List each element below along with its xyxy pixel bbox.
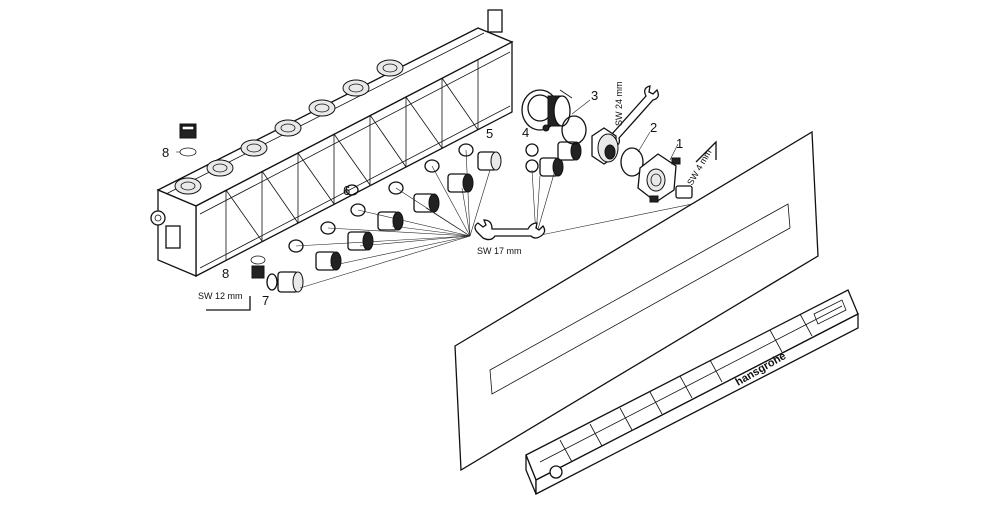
part-5-fitting <box>458 143 502 171</box>
callout-7: 7 <box>262 293 269 308</box>
trim-buttons <box>559 313 813 463</box>
callout-1: 1 <box>676 136 683 151</box>
callout-5: 5 <box>486 126 493 141</box>
callout-8-upper: 8 <box>162 145 169 160</box>
callout-4: 4 <box>522 125 529 140</box>
body-ports <box>174 59 404 195</box>
label-sw-24: SW 24 mm <box>614 81 624 126</box>
hex-nut <box>591 127 619 165</box>
part-7-fitting <box>266 271 304 293</box>
label-sw-4: SW 4 mm <box>685 148 713 187</box>
trim-indicator-circle <box>549 465 563 479</box>
part-4-fittings <box>525 141 582 177</box>
top-bracket <box>487 9 503 33</box>
part-3-cartridge <box>521 89 587 145</box>
wall-plate <box>454 130 819 472</box>
installation-body <box>150 9 514 278</box>
sw-4-allen-key <box>695 140 717 163</box>
part-1-flange <box>637 153 693 203</box>
callout-2: 2 <box>650 120 657 135</box>
side-inlet <box>150 210 166 226</box>
part-2-seal <box>620 147 644 177</box>
label-sw-17: SW 17 mm <box>477 246 522 256</box>
bottom-bracket <box>165 225 181 249</box>
trim-cover <box>525 289 859 496</box>
callout-8-lower: 8 <box>222 266 229 281</box>
callout-6: 6 <box>343 183 350 198</box>
part-8-upper-plug <box>176 123 197 157</box>
part-6-fittings <box>288 159 474 271</box>
sw-12-allen-key <box>206 296 251 311</box>
sw-17-wrench <box>474 219 546 241</box>
body-compartments <box>225 60 479 260</box>
label-sw-12: SW 12 mm <box>198 291 243 301</box>
part-8-lower-plug <box>250 255 266 279</box>
callout-3: 3 <box>591 88 598 103</box>
